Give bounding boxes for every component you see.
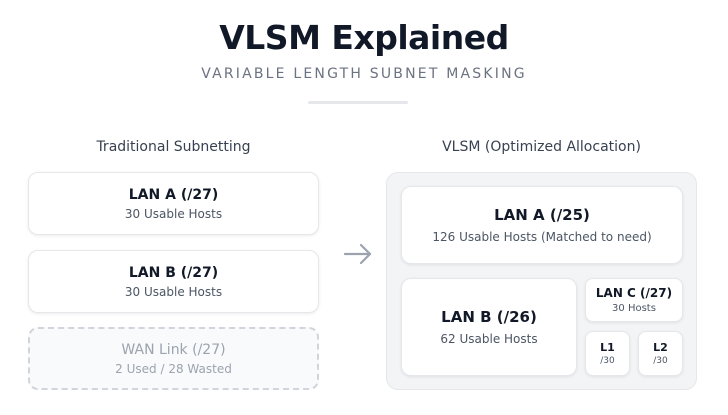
block-name: LAN A (/25) xyxy=(494,206,590,224)
block-name: L1 xyxy=(600,341,615,354)
vlsm-lan-a-block: LAN A (/25) 126 Usable Hosts (Matched to… xyxy=(401,186,683,264)
traditional-lan-b-block: LAN B (/27) 30 Usable Hosts xyxy=(28,250,319,313)
vlsm-link-1-block: L1 /30 xyxy=(585,331,630,376)
page-subtitle: VARIABLE LENGTH SUBNET MASKING xyxy=(201,66,527,82)
page-title: VLSM Explained xyxy=(219,18,509,57)
traditional-lan-a-block: LAN A (/27) 30 Usable Hosts xyxy=(28,172,319,235)
block-name: LAN B (/27) xyxy=(128,264,219,281)
block-hosts: 30 Usable Hosts xyxy=(124,284,223,299)
block-hosts: /30 xyxy=(600,356,615,366)
arrow-right-icon xyxy=(343,243,372,265)
block-name: LAN B (/26) xyxy=(441,308,537,326)
title-divider xyxy=(308,101,408,104)
block-name: LAN A (/27) xyxy=(128,186,219,203)
vlsm-heading: VLSM (Optimized Allocation) xyxy=(442,139,641,155)
block-hosts: 62 Usable Hosts xyxy=(440,332,538,346)
vlsm-lan-b-block: LAN B (/26) 62 Usable Hosts xyxy=(401,278,577,376)
traditional-wan-link-block: WAN Link (/27) 2 Used / 28 Wasted xyxy=(28,327,319,390)
block-hosts: /30 xyxy=(653,356,668,366)
block-hosts: 126 Usable Hosts (Matched to need) xyxy=(432,230,652,244)
block-hosts: 30 Usable Hosts xyxy=(124,206,223,221)
block-name: L2 xyxy=(653,341,668,354)
vlsm-lan-c-block: LAN C (/27) 30 Hosts xyxy=(585,278,683,322)
block-hosts: 2 Used / 28 Wasted xyxy=(115,361,232,376)
block-hosts: 30 Hosts xyxy=(612,303,656,314)
block-name: LAN C (/27) xyxy=(595,286,673,300)
block-name: WAN Link (/27) xyxy=(121,341,226,358)
traditional-heading: Traditional Subnetting xyxy=(96,139,251,155)
vlsm-link-2-block: L2 /30 xyxy=(638,331,683,376)
